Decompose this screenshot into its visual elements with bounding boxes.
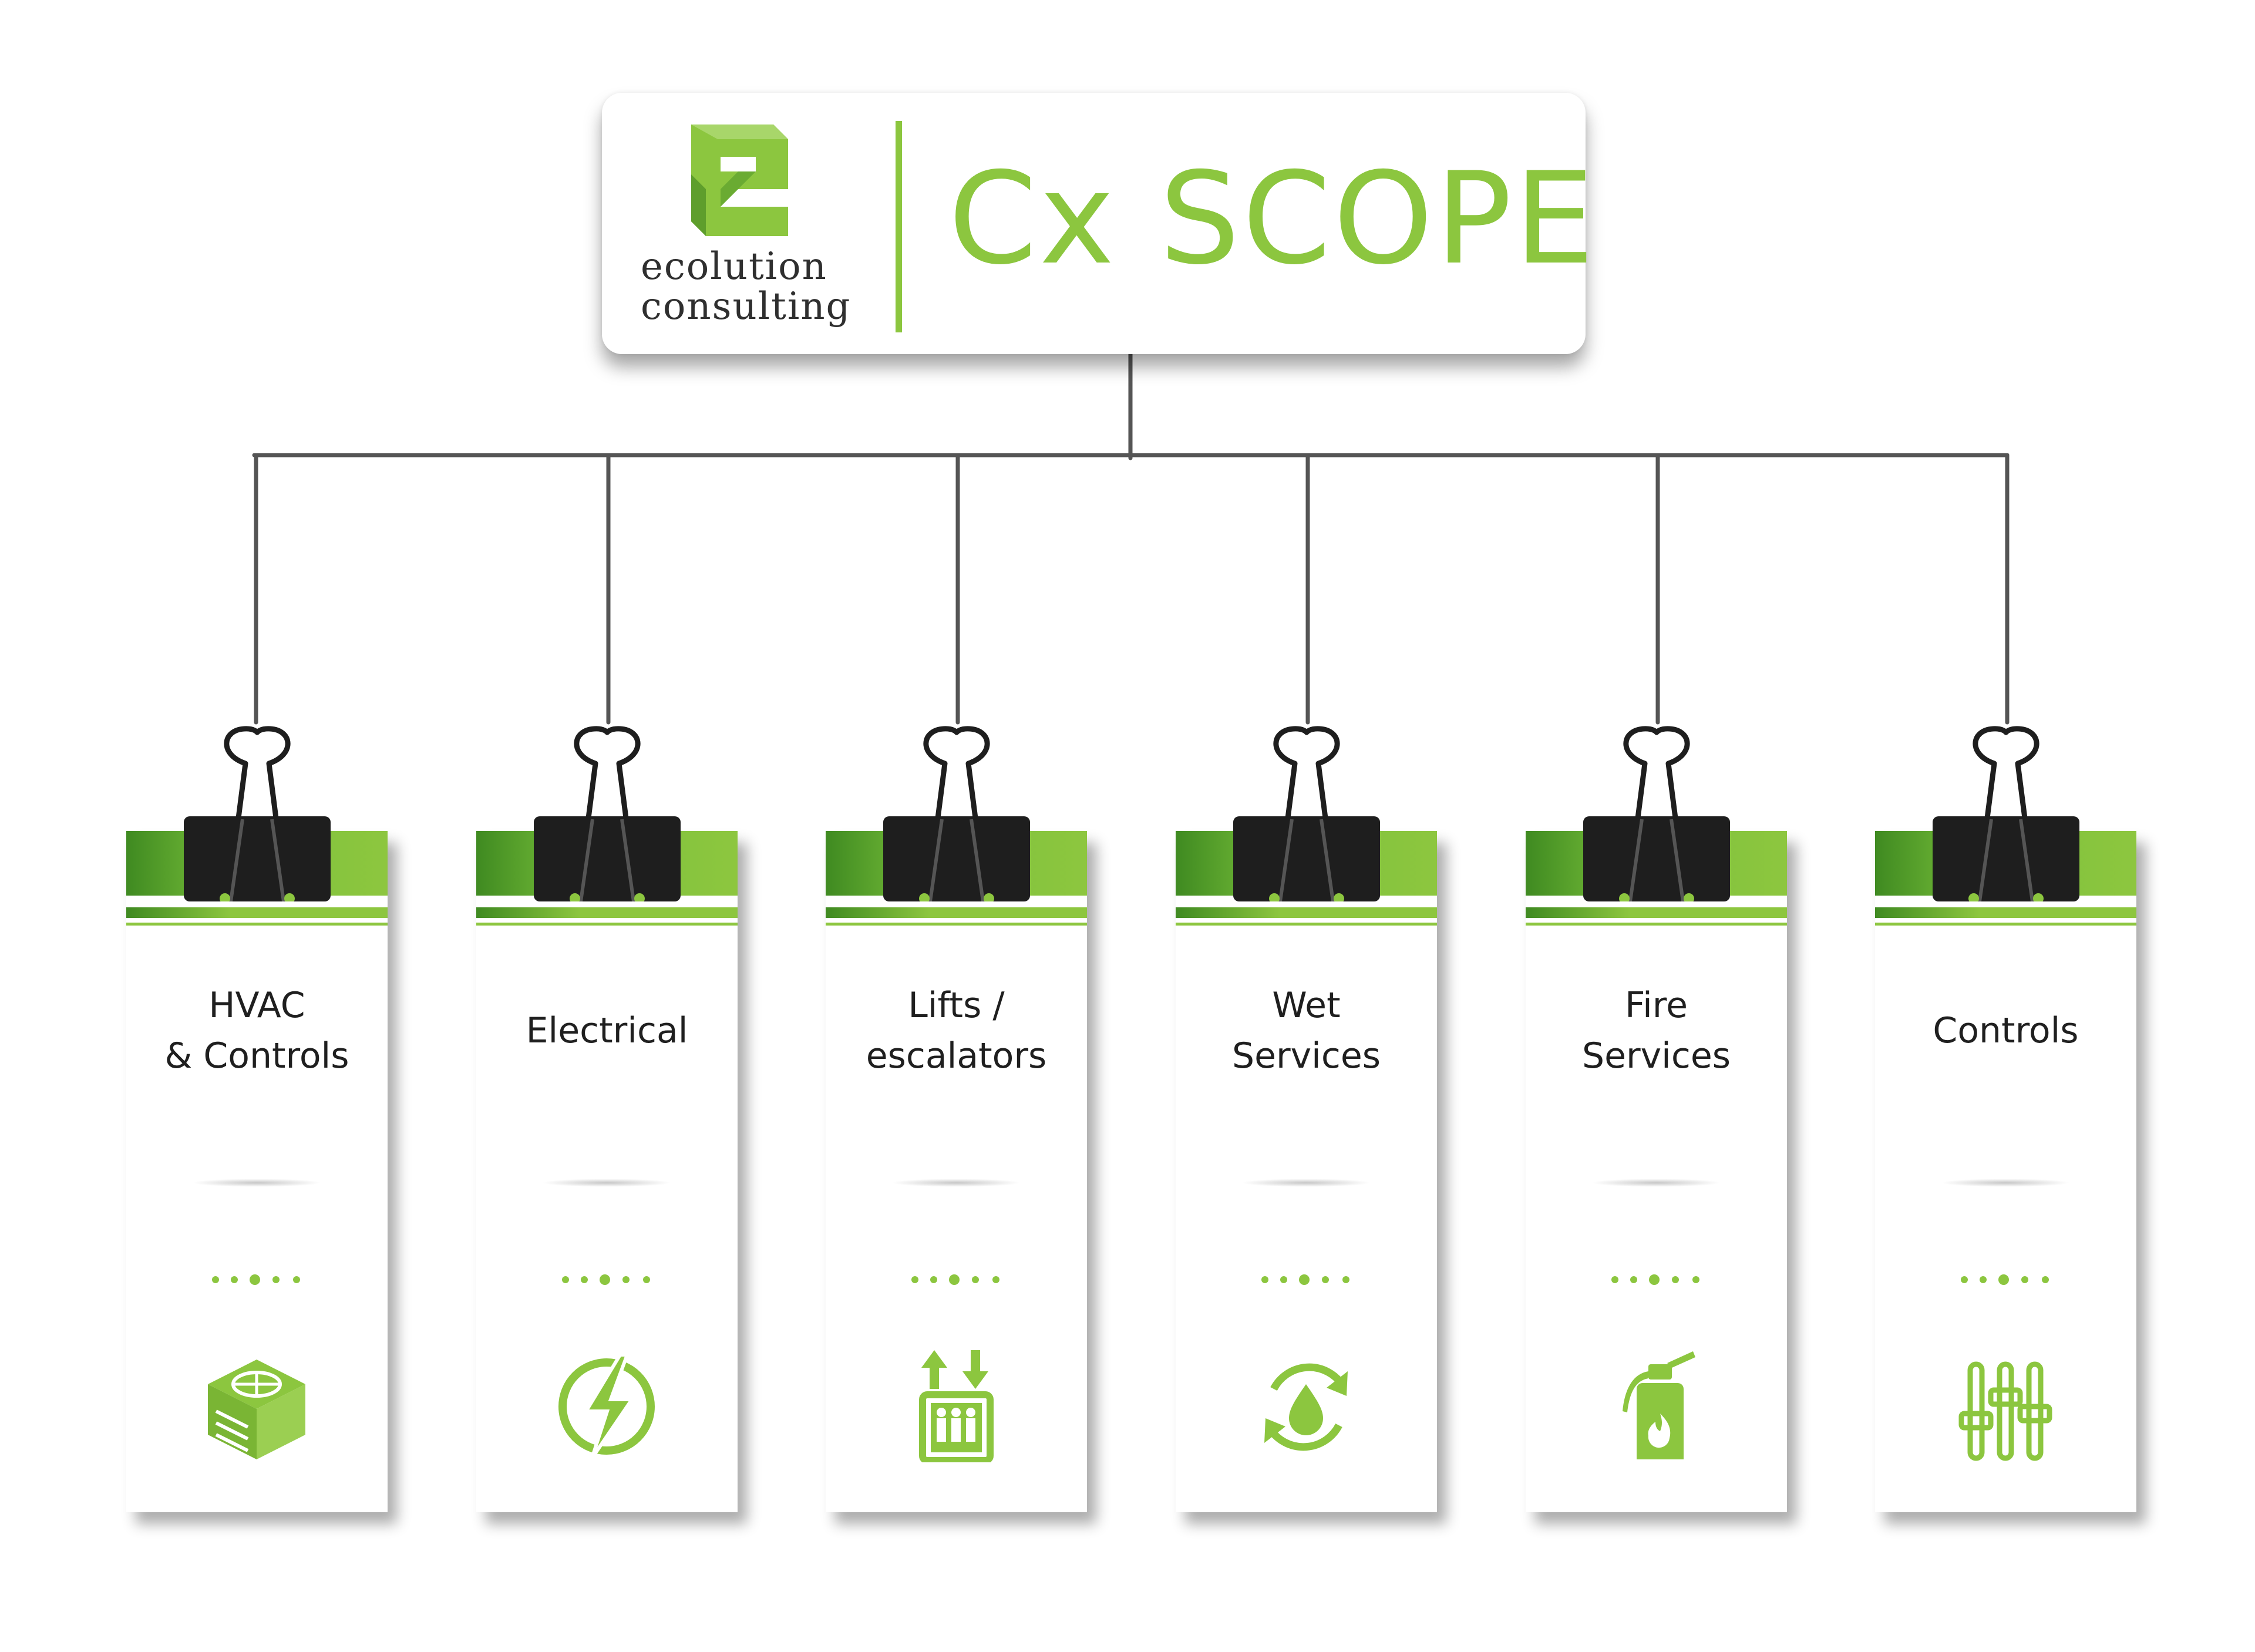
- tag-separator: [192, 1179, 321, 1187]
- scope-tag-hvac: HVAC & Controls: [126, 831, 388, 1512]
- dots-divider-icon: [562, 1274, 650, 1285]
- hvac-unit-icon: [208, 1360, 305, 1459]
- tag-stripe-thin: [826, 923, 1087, 926]
- dots-divider-icon: [911, 1274, 999, 1285]
- page-title: Cx SCOPE: [948, 145, 1597, 292]
- header-divider: [896, 121, 902, 332]
- brand-line-2: consulting: [641, 285, 851, 328]
- binder-clip-icon: [184, 726, 331, 901]
- scope-tag-electrical: Electrical: [476, 831, 738, 1512]
- tag-stripe: [826, 907, 1087, 918]
- scope-tag-controls: Controls: [1875, 831, 2136, 1512]
- binder-clip-icon: [883, 726, 1030, 901]
- tag-label: HVAC & Controls: [164, 985, 349, 1076]
- tag-stripe: [476, 907, 738, 918]
- tag-label: Lifts / escalators: [866, 985, 1047, 1076]
- tag-stripe: [126, 907, 388, 918]
- scope-tag-lifts: Lifts / escalators: [826, 831, 1087, 1512]
- lightning-bolt-icon: [558, 1353, 655, 1459]
- dots-divider-icon: [1961, 1274, 2049, 1285]
- ecolution-logo-mark: [691, 125, 788, 236]
- control-sliders-icon: [1958, 1361, 2052, 1461]
- tag-separator: [891, 1179, 1021, 1187]
- tag-stripe-thin: [126, 923, 388, 926]
- tag-separator: [1591, 1179, 1721, 1187]
- dots-divider-icon: [1261, 1274, 1349, 1285]
- tag-label: Controls: [1933, 1010, 2079, 1051]
- tag-stripe: [1176, 907, 1437, 918]
- binder-clip-icon: [1233, 726, 1380, 901]
- water-cycle-icon: [1264, 1363, 1348, 1451]
- binder-clip-icon: [534, 726, 681, 901]
- header-card: ecolution consulting Cx SCOPE: [602, 93, 1594, 354]
- tag-label: Fire Services: [1581, 985, 1731, 1076]
- scope-tag-fire-services: Fire Services: [1526, 831, 1787, 1512]
- dots-divider-icon: [212, 1274, 300, 1285]
- dots-divider-icon: [1611, 1274, 1699, 1285]
- brand-name: ecolution consulting: [641, 247, 864, 327]
- binder-clip-icon: [1583, 726, 1730, 901]
- tag-stripe: [1875, 907, 2136, 918]
- tag-stripe-thin: [476, 923, 738, 926]
- fire-extinguisher-icon: [1623, 1351, 1695, 1459]
- scope-tag-wet-services: Wet Services: [1176, 831, 1437, 1512]
- tag-stripe: [1526, 907, 1787, 918]
- tag-stripe-thin: [1176, 923, 1437, 926]
- tag-label: Wet Services: [1231, 985, 1381, 1076]
- tag-stripe-thin: [1875, 923, 2136, 926]
- binder-clip-icon: [1933, 726, 2079, 901]
- tag-separator: [1941, 1179, 2070, 1187]
- tag-stripe-thin: [1526, 923, 1787, 926]
- tag-label: Electrical: [526, 1010, 688, 1051]
- tag-paper: [1875, 831, 2136, 1512]
- tag-separator: [1241, 1179, 1371, 1187]
- tag-paper: [826, 831, 1087, 1512]
- brand-line-1: ecolution: [641, 245, 827, 288]
- elevator-icon: [919, 1350, 994, 1462]
- tag-separator: [542, 1179, 671, 1187]
